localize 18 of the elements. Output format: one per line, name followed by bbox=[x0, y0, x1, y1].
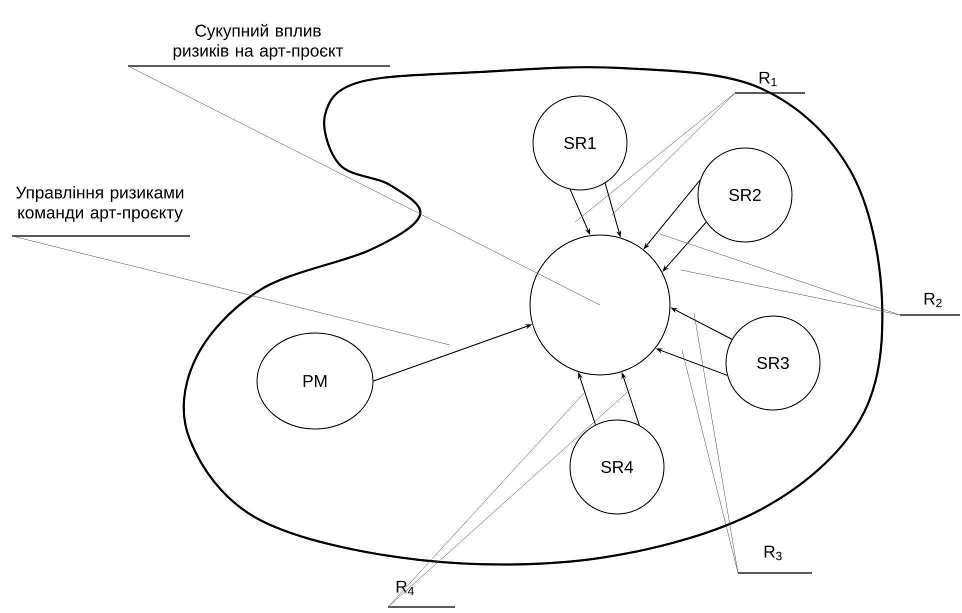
leader-line bbox=[388, 392, 586, 608]
callout-label: R$_{1}$ bbox=[735, 72, 805, 94]
leader-line bbox=[388, 388, 632, 608]
callout-label: R$_{4}$ bbox=[388, 580, 455, 608]
leader-line bbox=[660, 234, 900, 316]
leader-line bbox=[574, 92, 736, 222]
leader-line bbox=[128, 66, 600, 306]
palette-outline bbox=[182, 66, 884, 566]
leader-line bbox=[612, 92, 736, 216]
callout-label: R$_{2}$ bbox=[900, 292, 960, 316]
impact-circle bbox=[530, 234, 670, 376]
callout-label: Сукупний вплив ризиків на арт-проєкт bbox=[128, 24, 390, 67]
leader-line bbox=[682, 350, 738, 574]
leader-line bbox=[12, 236, 450, 346]
leader-line bbox=[680, 270, 900, 316]
callout-label: Управління ризиками команди арт-проєкту bbox=[12, 186, 190, 237]
leader-line bbox=[694, 312, 738, 574]
callout-label: R$_{3}$ bbox=[738, 546, 812, 574]
